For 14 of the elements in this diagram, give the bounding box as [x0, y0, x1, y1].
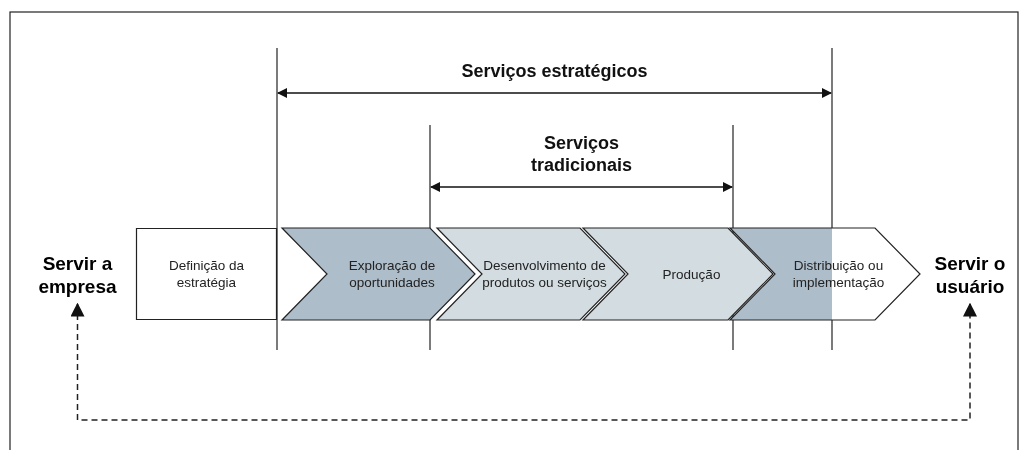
- endpoint-label: Servir a empresa: [20, 250, 135, 300]
- process-box: [136, 228, 277, 320]
- step-label: Desenvolvimento de produtos ou serviços: [481, 257, 608, 292]
- chevron-step: [730, 228, 920, 320]
- step-label: Exploração de oportunidades: [347, 257, 437, 292]
- connector-arrow: [70, 302, 977, 421]
- span-label: Serviços estratégicos: [460, 60, 649, 82]
- endpoint-label: Servir o usuário: [925, 250, 1015, 300]
- step-label: Produção: [661, 265, 722, 284]
- chevron-step: [282, 228, 475, 320]
- span-label: Serviços tradicionais: [530, 132, 633, 176]
- step-label: Definição da estratégia: [167, 257, 246, 292]
- step-label: Distribuição ou implementação: [791, 257, 886, 292]
- chevron-step: [437, 228, 625, 320]
